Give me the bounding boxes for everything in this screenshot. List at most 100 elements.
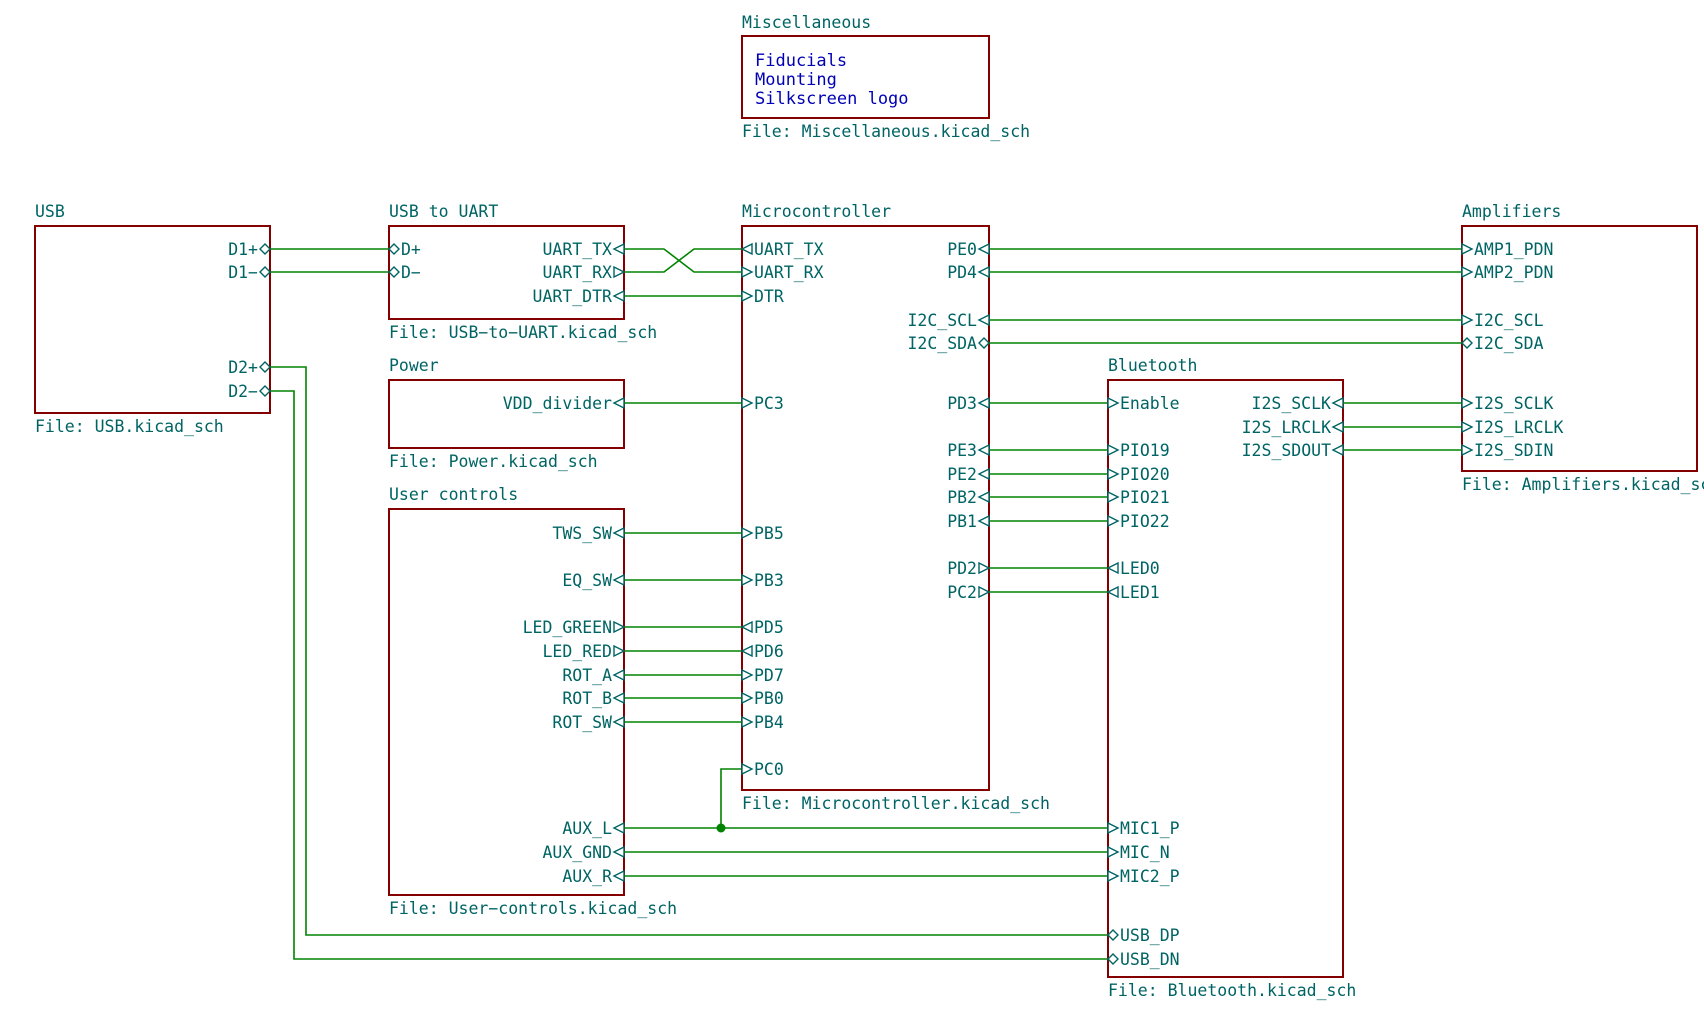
pin-label-amplifiers-i2c-scl: I2C_SCL: [1474, 311, 1544, 330]
pin-shape-microcontroller-pd6[interactable]: [740, 644, 753, 658]
pin-shape-amplifiers-amp1-pdn[interactable]: [1461, 242, 1474, 256]
pin-shape-user-controls-aux-gnd[interactable]: [612, 845, 625, 859]
pin-shape-microcontroller-pb1[interactable]: [977, 514, 990, 528]
pin-label-usb-d2: D2+: [228, 358, 258, 377]
pin-label-usb-to-uart-uart-rx: UART_RX: [542, 263, 612, 282]
pin-shape-user-controls-led-green[interactable]: [613, 620, 626, 634]
pin-label-microcontroller-pd4: PD4: [947, 263, 977, 282]
pin-shape-microcontroller-dtr[interactable]: [741, 289, 754, 303]
pin-shape-microcontroller-pb0[interactable]: [741, 691, 754, 705]
pin-shape-user-controls-aux-r[interactable]: [612, 869, 625, 883]
pin-shape-amplifiers-i2s-sclk[interactable]: [1461, 396, 1474, 410]
pin-shape-amplifiers-i2c-scl[interactable]: [1461, 313, 1474, 327]
pin-label-bluetooth-mic-n: MIC_N: [1120, 843, 1170, 862]
pin-shape-bluetooth-pio20[interactable]: [1107, 467, 1120, 481]
pin-shape-bluetooth-mic2-p[interactable]: [1107, 869, 1120, 883]
pin-shape-amplifiers-i2s-lrclk[interactable]: [1461, 420, 1474, 434]
pin-shape-usb-d1[interactable]: [259, 243, 271, 255]
pin-shape-microcontroller-uart-rx[interactable]: [741, 265, 754, 279]
pin-shape-power-vdd-divider[interactable]: [612, 396, 625, 410]
pin-shape-bluetooth-pio21[interactable]: [1107, 490, 1120, 504]
pin-label-usb-d1: D1+: [228, 240, 258, 259]
pin-shape-bluetooth-mic1-p[interactable]: [1107, 821, 1120, 835]
sheet-box-amplifiers[interactable]: [1461, 225, 1698, 472]
pin-label-user-controls-rot-sw: ROT_SW: [552, 713, 612, 732]
pin-shape-bluetooth-i2s-sdout[interactable]: [1331, 443, 1344, 457]
wires: [270, 248, 1462, 960]
pin-shape-user-controls-led-red[interactable]: [613, 644, 626, 658]
pin-label-user-controls-eq-sw: EQ_SW: [562, 571, 612, 590]
pin-shape-microcontroller-pe3[interactable]: [977, 443, 990, 457]
pin-shape-microcontroller-pd2[interactable]: [978, 561, 991, 575]
pin-label-bluetooth-pio21: PIO21: [1120, 488, 1170, 507]
pin-shape-microcontroller-pb3[interactable]: [741, 573, 754, 587]
pin-label-microcontroller-pe3: PE3: [947, 441, 977, 460]
sheet-box-power[interactable]: [388, 379, 625, 449]
pin-shape-microcontroller-i2c-scl[interactable]: [977, 313, 990, 327]
pin-label-microcontroller-uart-rx: UART_RX: [754, 263, 824, 282]
pin-shape-amplifiers-i2c-sda[interactable]: [1461, 337, 1473, 349]
pin-shape-usb-to-uart-uart-tx[interactable]: [612, 242, 625, 256]
sheet-file-usb: File: USB.kicad_sch: [35, 417, 224, 436]
pin-label-amplifiers-i2s-sclk: I2S_SCLK: [1474, 394, 1554, 413]
pin-shape-microcontroller-i2c-sda[interactable]: [978, 337, 990, 349]
pin-label-bluetooth-i2s-sclk: I2S_SCLK: [1252, 394, 1332, 413]
sheet-box-bluetooth[interactable]: [1107, 379, 1344, 978]
pin-label-microcontroller-pc0: PC0: [754, 760, 784, 779]
pin-shape-user-controls-rot-a[interactable]: [612, 668, 625, 682]
pin-shape-usb-to-uart-uart-rx[interactable]: [613, 265, 626, 279]
pin-label-user-controls-tws-sw: TWS_SW: [552, 524, 612, 543]
pin-shape-microcontroller-pe0[interactable]: [977, 242, 990, 256]
pin-shape-user-controls-aux-l[interactable]: [612, 821, 625, 835]
pin-shape-bluetooth-usb-dp[interactable]: [1107, 929, 1119, 941]
pin-label-bluetooth-usb-dn: USB_DN: [1120, 950, 1180, 969]
pin-shape-microcontroller-pb5[interactable]: [741, 526, 754, 540]
pin-shape-usb-d1[interactable]: [259, 266, 271, 278]
pin-label-amplifiers-amp2-pdn: AMP2_PDN: [1474, 263, 1553, 282]
pin-shape-bluetooth-usb-dn[interactable]: [1107, 953, 1119, 965]
pin-shape-bluetooth-mic-n[interactable]: [1107, 845, 1120, 859]
pin-shape-amplifiers-amp2-pdn[interactable]: [1461, 265, 1474, 279]
pin-label-microcontroller-pb0: PB0: [754, 689, 784, 708]
pin-shape-microcontroller-pb2[interactable]: [977, 490, 990, 504]
sheet-box-miscellaneous[interactable]: [741, 35, 990, 119]
sheet-file-user-controls: File: User−controls.kicad_sch: [389, 899, 677, 918]
sheet-file-power: File: Power.kicad_sch: [389, 452, 598, 471]
pin-shape-usb-d2[interactable]: [259, 385, 271, 397]
pin-shape-usb-to-uart-d[interactable]: [388, 243, 400, 255]
pin-shape-user-controls-rot-b[interactable]: [612, 691, 625, 705]
pin-label-microcontroller-pd5: PD5: [754, 618, 784, 637]
pin-shape-usb-d2[interactable]: [259, 361, 271, 373]
pin-shape-user-controls-tws-sw[interactable]: [612, 526, 625, 540]
sheet-box-usb[interactable]: [34, 225, 271, 414]
pin-shape-microcontroller-pd4[interactable]: [977, 265, 990, 279]
pin-shape-microcontroller-pc3[interactable]: [741, 396, 754, 410]
pin-shape-microcontroller-pd7[interactable]: [741, 668, 754, 682]
pin-shape-bluetooth-pio22[interactable]: [1107, 514, 1120, 528]
pin-shape-bluetooth-i2s-sclk[interactable]: [1331, 396, 1344, 410]
pin-label-user-controls-rot-a: ROT_A: [562, 666, 612, 685]
pin-shape-bluetooth-i2s-lrclk[interactable]: [1331, 420, 1344, 434]
pin-shape-microcontroller-pd5[interactable]: [740, 620, 753, 634]
pin-shape-microcontroller-pc2[interactable]: [978, 585, 991, 599]
pin-shape-user-controls-rot-sw[interactable]: [612, 715, 625, 729]
pin-shape-usb-to-uart-uart-dtr[interactable]: [612, 289, 625, 303]
pin-label-microcontroller-i2c-sda: I2C_SDA: [907, 334, 977, 353]
pin-shape-microcontroller-pc0[interactable]: [741, 762, 754, 776]
pin-shape-microcontroller-uart-tx[interactable]: [740, 242, 753, 256]
pin-shape-user-controls-eq-sw[interactable]: [612, 573, 625, 587]
pin-shape-usb-to-uart-d[interactable]: [388, 266, 400, 278]
pin-shape-bluetooth-led0[interactable]: [1106, 561, 1119, 575]
pin-label-bluetooth-mic2-p: MIC2_P: [1120, 867, 1180, 886]
pin-shape-bluetooth-led1[interactable]: [1106, 585, 1119, 599]
pin-shape-amplifiers-i2s-sdin[interactable]: [1461, 443, 1474, 457]
pin-shape-bluetooth-enable[interactable]: [1107, 396, 1120, 410]
pin-shape-microcontroller-pe2[interactable]: [977, 467, 990, 481]
pin-shape-microcontroller-pb4[interactable]: [741, 715, 754, 729]
pin-label-bluetooth-pio19: PIO19: [1120, 441, 1170, 460]
sheet-box-microcontroller[interactable]: [741, 225, 990, 791]
pin-shape-microcontroller-pd3[interactable]: [977, 396, 990, 410]
pin-label-user-controls-aux-gnd: AUX_GND: [542, 843, 612, 862]
sheet-title-microcontroller: Microcontroller: [742, 202, 891, 221]
pin-shape-bluetooth-pio19[interactable]: [1107, 443, 1120, 457]
